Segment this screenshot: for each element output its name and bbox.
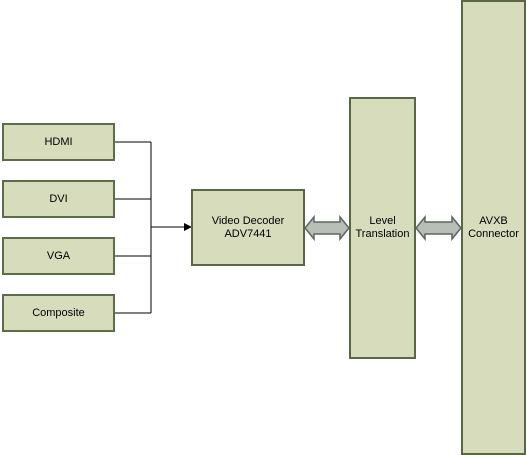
avxb-connector-line1: AVXB — [479, 214, 508, 227]
vga-input-block: VGA — [2, 237, 115, 275]
vga-label: VGA — [46, 249, 71, 262]
level-translation-line2: Translation — [355, 228, 410, 240]
video-decoder-title: Video Decoder — [211, 214, 285, 227]
avxb-connector-line2: Connector — [468, 227, 519, 240]
level-translation-line1: Level — [369, 215, 396, 227]
avxb-connector-block: AVXB Connector — [461, 0, 526, 455]
composite-label: Composite — [32, 306, 85, 319]
hdmi-label: HDMI — [44, 135, 73, 148]
dvi-input-block: DVI — [2, 180, 115, 218]
bidirectional-bus-arrow-level-connector — [415, 214, 462, 242]
dvi-label: DVI — [49, 192, 68, 205]
composite-input-block: Composite — [2, 294, 115, 332]
hdmi-input-block: HDMI — [2, 123, 115, 161]
video-decoder-part-number: ADV7441 — [224, 227, 272, 240]
bidirectional-bus-arrow-decoder-level — [304, 214, 350, 242]
level-translation-block: Level Translation — [349, 97, 416, 359]
video-decoder-block: Video Decoder ADV7441 — [191, 189, 305, 266]
